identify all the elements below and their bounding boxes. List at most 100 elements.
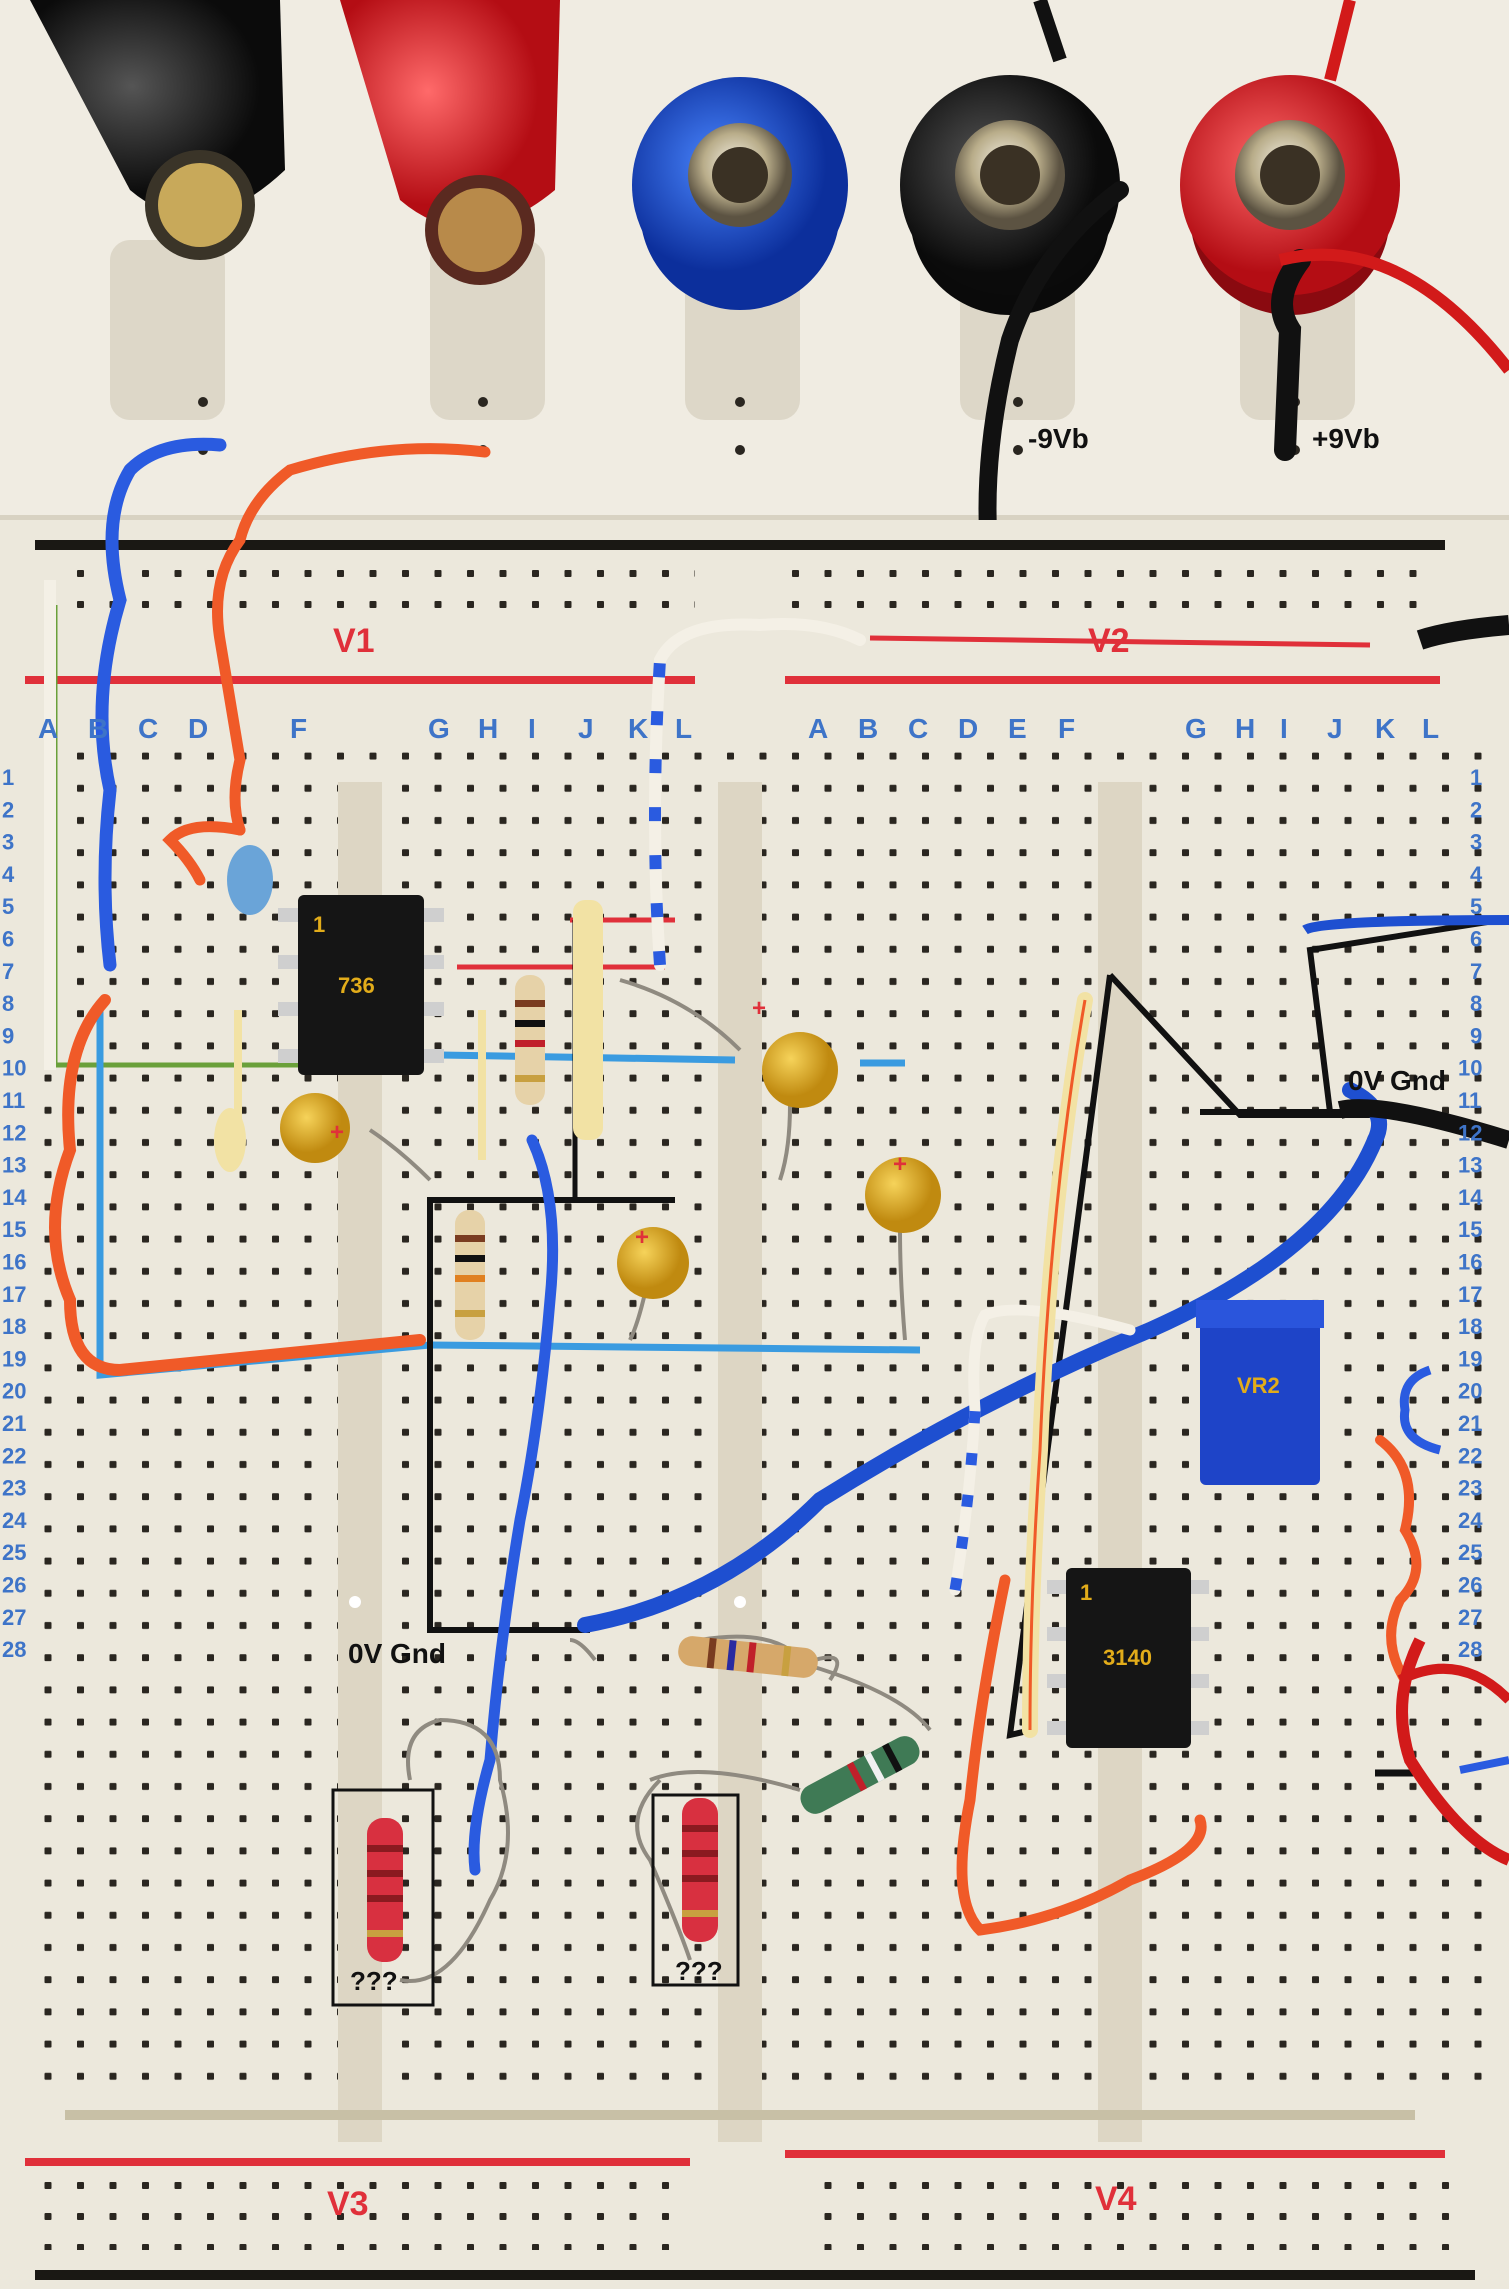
column-label: D — [958, 713, 978, 744]
column-label: L — [1422, 713, 1439, 744]
row-number: 16 — [1458, 1250, 1482, 1275]
column-label: H — [1235, 713, 1255, 744]
row-number: 24 — [1458, 1508, 1483, 1533]
column-label: L — [675, 713, 692, 744]
blue-binding-post — [632, 77, 848, 310]
rail-v4-line — [785, 2150, 1445, 2158]
row-number: 20 — [1458, 1379, 1482, 1404]
gnd-label-right: 0V Gnd — [1348, 1065, 1446, 1096]
cap-polarity-mark: + — [752, 995, 766, 1022]
column-label: B — [88, 713, 108, 744]
row-number: 18 — [2, 1314, 26, 1339]
row-number: 16 — [2, 1250, 26, 1275]
column-label: G — [428, 713, 450, 744]
row-number: 19 — [1458, 1346, 1482, 1371]
black-banana-plug — [30, 0, 285, 260]
row-number: 14 — [1458, 1185, 1483, 1210]
row-number: 13 — [1458, 1153, 1482, 1178]
column-label: K — [628, 713, 648, 744]
row-number: 9 — [2, 1023, 14, 1048]
row-number: 2 — [2, 797, 14, 822]
minus-9vb-label: -9Vb — [1028, 423, 1089, 454]
row-number: 4 — [2, 862, 15, 887]
red-binding-post — [1180, 75, 1400, 315]
unknown-box — [651, 1793, 740, 1987]
unknown-label-2: ??? — [675, 1956, 723, 1986]
tantalum-capacitor — [762, 1032, 838, 1108]
rail-v3-label: V3 — [327, 2185, 369, 2223]
cap-polarity-mark: + — [330, 1119, 344, 1146]
ic1-label: 736 — [338, 973, 375, 998]
resistor — [455, 1210, 485, 1340]
trimmer-label: VR2 — [1237, 1373, 1280, 1398]
ic-736 — [278, 895, 444, 1075]
black-binding-post — [900, 75, 1120, 315]
rail-v1-line — [25, 676, 695, 684]
rail-v1-label: V1 — [333, 622, 375, 660]
diode — [573, 900, 603, 1140]
resistor — [515, 975, 545, 1105]
row-number: 4 — [1470, 862, 1483, 887]
cap-polarity-mark: + — [635, 1224, 649, 1251]
column-label: G — [1185, 713, 1207, 744]
row-number: 17 — [1458, 1282, 1482, 1307]
unknown-resistor — [682, 1798, 718, 1942]
row-number: 15 — [1458, 1217, 1482, 1242]
row-number: 20 — [2, 1379, 26, 1404]
row-number: 7 — [2, 959, 14, 984]
diode — [214, 1108, 246, 1172]
unknown-box — [331, 1788, 435, 2007]
column-label: D — [188, 713, 208, 744]
resistor — [800, 1736, 920, 1814]
unknown-resistor — [367, 1818, 403, 1962]
row-number: 10 — [2, 1056, 26, 1081]
row-number: 18 — [1458, 1314, 1482, 1339]
row-number: 6 — [1470, 927, 1482, 952]
row-number: 7 — [1470, 959, 1482, 984]
ic1-pin1-label: 1 — [313, 912, 325, 937]
plus-9vb-label: +9Vb — [1312, 423, 1380, 454]
red-banana-plug — [340, 0, 560, 285]
row-number: 21 — [2, 1411, 26, 1436]
column-label: J — [1327, 713, 1343, 744]
tantalum-capacitor — [865, 1157, 941, 1233]
column-label: C — [908, 713, 928, 744]
column-label: F — [290, 713, 307, 744]
cap-polarity-mark: + — [893, 1151, 907, 1178]
column-label: A — [38, 713, 58, 744]
column-label: I — [528, 713, 536, 744]
column-label: A — [808, 713, 828, 744]
trimmer-pot-vr2 — [1196, 1300, 1324, 1485]
row-number: 19 — [2, 1346, 26, 1371]
row-number: 14 — [2, 1185, 27, 1210]
ic2-pin1-label: 1 — [1080, 1580, 1092, 1605]
rail-v2-line — [785, 676, 1440, 684]
column-label: H — [478, 713, 498, 744]
row-number: 22 — [1458, 1443, 1482, 1468]
rail-v2-label: V2 — [1088, 622, 1130, 660]
row-number: 17 — [2, 1282, 26, 1307]
row-number: 8 — [2, 991, 14, 1016]
row-number: 28 — [2, 1637, 26, 1662]
ic2-label: 3140 — [1103, 1645, 1152, 1670]
row-number: 6 — [2, 927, 14, 952]
row-number: 15 — [2, 1217, 26, 1242]
row-number: 5 — [2, 894, 14, 919]
column-label: B — [858, 713, 878, 744]
row-number: 26 — [2, 1573, 26, 1598]
row-number: 12 — [2, 1120, 26, 1145]
tantalum-capacitor — [280, 1093, 350, 1163]
unknown-label-1: ??? — [350, 1966, 398, 1996]
row-number: 23 — [2, 1476, 26, 1501]
row-number: 1 — [2, 765, 14, 790]
row-number: 27 — [2, 1605, 26, 1630]
ceramic-capacitor — [227, 845, 273, 915]
row-number: 5 — [1470, 894, 1482, 919]
row-number: 3 — [1470, 830, 1482, 855]
rail-v3-line — [25, 2158, 690, 2166]
row-number: 10 — [1458, 1056, 1482, 1081]
row-number: 8 — [1470, 991, 1482, 1016]
row-number: 12 — [1458, 1120, 1482, 1145]
row-number: 9 — [1470, 1023, 1482, 1048]
row-number: 21 — [1458, 1411, 1482, 1436]
